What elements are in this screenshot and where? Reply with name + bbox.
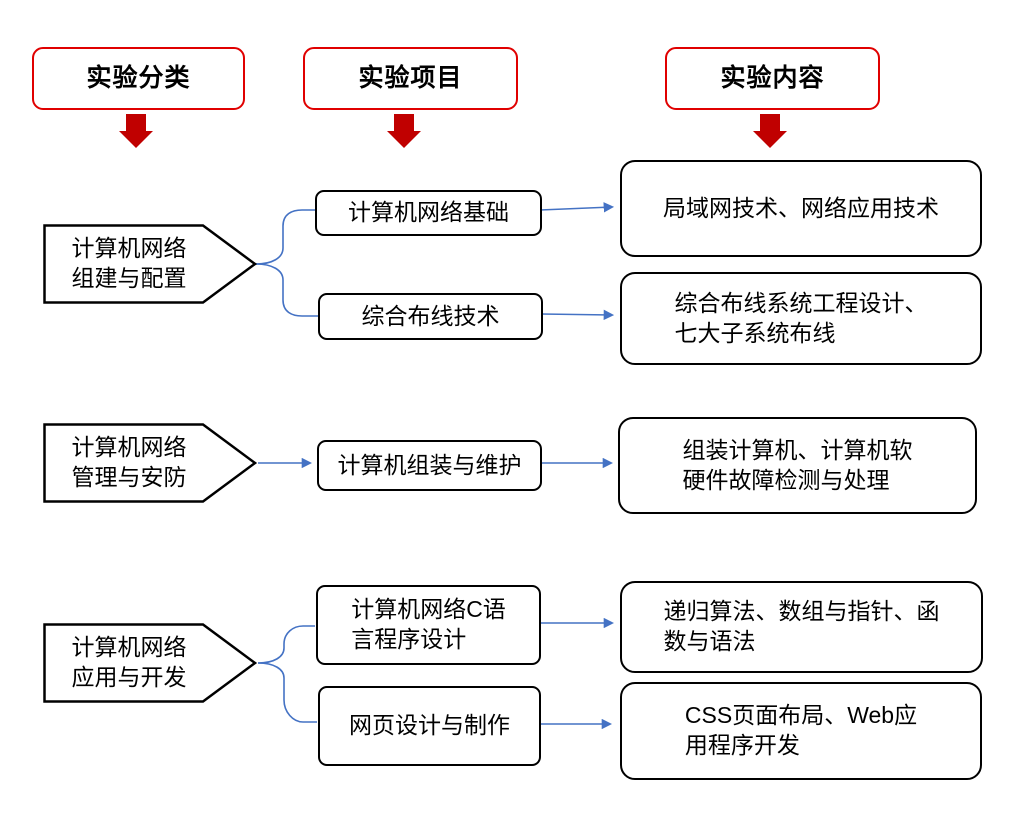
content-cabling-system: 综合布线系统工程设计、 七大子系统布线 [620,272,982,365]
down-arrow-icon [387,114,421,148]
content-css-web: CSS页面布局、Web应 用程序开发 [620,682,982,780]
project-label: 计算机网络基础 [348,199,509,226]
project-integrated-cabling: 综合布线技术 [318,293,543,340]
connector-bracket-top [257,625,315,664]
header-experiment-project: 实验项目 [303,47,518,110]
project-label: 计算机网络C语 言程序设计 [351,596,506,652]
project-label: 计算机组装与维护 [337,451,522,478]
connector-arrow [539,202,615,213]
content-label: 综合布线系统工程设计、 七大子系统布线 [674,289,928,346]
content-label: 递归算法、数组与指针、函 数与语法 [663,598,940,654]
pentagon-shape [43,423,257,503]
category-network-mgmt-security: 计算机网络 管理与安防 [43,423,257,503]
connector-bracket-bottom [257,662,317,723]
category-network-app-dev: 计算机网络 应用与开发 [43,623,257,703]
project-computer-assembly-maintenance: 计算机组装与维护 [317,440,542,491]
project-label: 综合布线技术 [361,302,500,329]
down-arrow-icon [119,114,153,148]
pentagon-shape [43,623,257,703]
content-algorithms: 递归算法、数组与指针、函 数与语法 [620,581,983,673]
category-network-setup-config: 计算机网络 组建与配置 [43,224,257,304]
project-c-language-programming: 计算机网络C语 言程序设计 [316,585,541,665]
category-label: 计算机网络 应用与开发 [71,634,187,690]
content-lan-tech: 局域网技术、网络应用技术 [620,160,982,257]
project-web-design: 网页设计与制作 [318,686,541,766]
down-arrow-icon [753,114,787,148]
header-experiment-content: 实验内容 [665,47,880,110]
project-label: 网页设计与制作 [349,712,510,739]
content-label: CSS页面布局、Web应 用程序开发 [684,702,918,758]
header-label: 实验分类 [86,64,191,93]
category-label: 计算机网络 管理与安防 [71,434,187,490]
connector-bracket-top [255,209,316,265]
project-computer-network-basics: 计算机网络基础 [315,190,542,236]
content-label: 组装计算机、计算机软 硬件故障检测与处理 [682,436,913,493]
content-assembly-troubleshooting: 组装计算机、计算机软 硬件故障检测与处理 [618,417,977,514]
header-experiment-category: 实验分类 [32,47,245,110]
pentagon-shape [43,224,257,304]
connector-arrow [540,309,615,321]
connector-bracket-bottom [255,263,318,317]
content-label: 局域网技术、网络应用技术 [663,194,939,221]
header-label: 实验内容 [720,64,825,93]
category-label: 计算机网络 组建与配置 [71,235,187,291]
header-label: 实验项目 [358,64,463,93]
